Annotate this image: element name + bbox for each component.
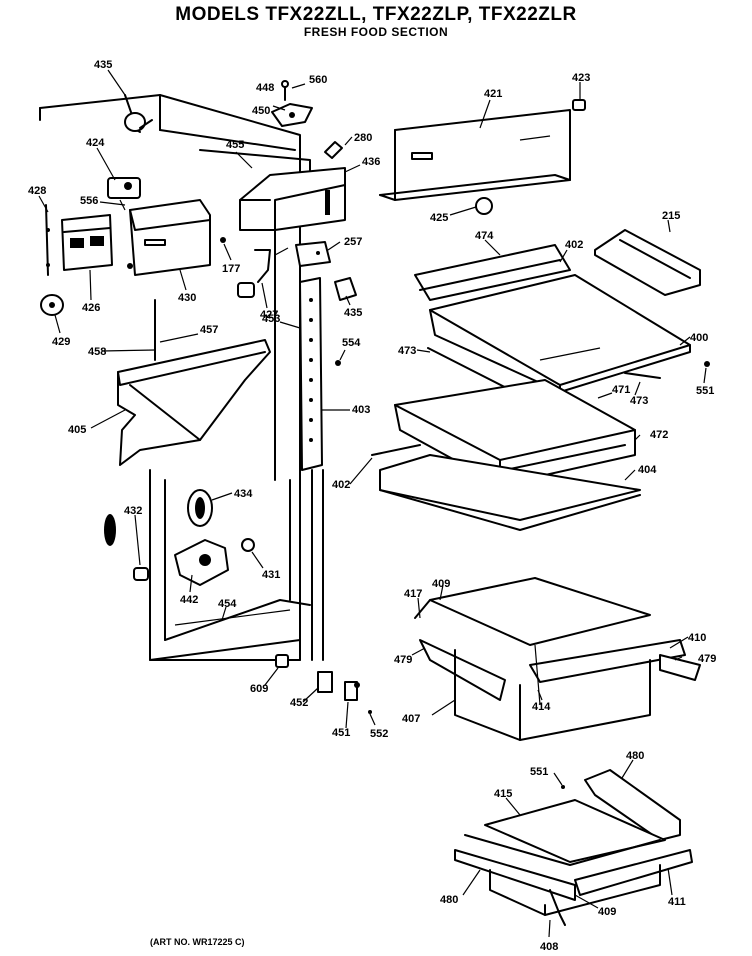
label-442: 442 (180, 594, 198, 606)
part-280-lamp (324, 141, 343, 159)
label-410: 410 (688, 632, 706, 644)
part-434-grommet (187, 489, 213, 527)
page-subtitle: FRESH FOOD SECTION (303, 25, 449, 39)
label-474: 474 (475, 230, 494, 242)
part-177-screw (220, 237, 226, 243)
part-430-cover (127, 199, 211, 276)
label-458: 458 (88, 346, 106, 358)
label-415: 415 (494, 788, 512, 800)
label-280: 280 (354, 132, 372, 144)
label-423: 423 (572, 72, 590, 84)
leader-lines (38, 69, 707, 938)
label-417: 417 (404, 588, 422, 600)
label-257: 257 (344, 236, 362, 248)
label-426: 426 (82, 302, 100, 314)
label-556: 556 (80, 195, 98, 207)
label-455: 455 (226, 139, 244, 151)
label-177: 177 (222, 263, 240, 275)
label-431: 431 (262, 569, 280, 581)
part-400-shelf-assembly (414, 244, 691, 393)
part-450-socket (271, 80, 313, 127)
part-labels: 435 448 560 450 421 423 424 455 280 436 … (28, 59, 716, 953)
part-436-control-housing (239, 167, 346, 231)
label-554: 554 (342, 337, 361, 349)
label-407: 407 (402, 713, 420, 725)
label-430: 430 (178, 292, 196, 304)
label-448: 448 (256, 82, 274, 94)
part-454-floor (174, 609, 291, 626)
label-409: 409 (432, 578, 450, 590)
part-425-knob (475, 197, 493, 215)
label-551-lower: 551 (530, 766, 548, 778)
part-404-shelf-frame (371, 444, 641, 531)
part-407-crisper (414, 577, 701, 741)
label-480: 480 (626, 750, 644, 762)
label-427: 427 (260, 309, 278, 321)
part-257-switch (295, 241, 331, 267)
label-408: 408 (540, 941, 558, 953)
label-409-lower: 409 (598, 906, 616, 918)
part-452-bracket (317, 671, 372, 714)
part-405-panel (117, 339, 271, 466)
part-432-vent (104, 514, 149, 581)
label-425: 425 (430, 212, 448, 224)
label-457: 457 (200, 324, 218, 336)
label-436: 436 (362, 156, 380, 168)
label-473: 473 (398, 345, 416, 357)
label-450: 450 (252, 105, 270, 117)
label-400: 400 (690, 332, 708, 344)
label-434: 434 (234, 488, 253, 500)
part-471-pan (394, 379, 636, 486)
label-435: 435 (344, 307, 362, 319)
label-560: 560 (309, 74, 327, 86)
label-451: 451 (332, 727, 350, 739)
part-551-screw (704, 361, 710, 367)
part-427-socket (237, 247, 289, 298)
label-453: 453 (262, 313, 280, 325)
part-609-clip (275, 654, 289, 668)
label-480-lower: 480 (440, 894, 458, 906)
label-609: 609 (250, 683, 268, 695)
part-435-cord (124, 94, 153, 133)
label-405: 405 (68, 424, 86, 436)
part-428-harness (45, 204, 50, 276)
label-552: 552 (370, 728, 388, 740)
label-414: 414 (532, 701, 551, 713)
page-title: MODELS TFX22ZLL, TFX22ZLP, TFX22ZLR (175, 4, 577, 25)
label-403: 403 (352, 404, 370, 416)
part-423-bulb (572, 99, 586, 111)
label-479-right: 479 (698, 653, 716, 665)
label-479: 479 (394, 654, 412, 666)
label-551: 551 (696, 385, 714, 397)
part-426-block (61, 214, 113, 271)
art-number: (ART NO. WR17225 C) (150, 937, 245, 947)
part-403-shelf-rail (299, 277, 324, 661)
label-428: 428 (28, 185, 46, 197)
label-471: 471 (612, 384, 630, 396)
label-432: 432 (124, 505, 142, 517)
part-408-drawer (454, 769, 693, 926)
label-404: 404 (638, 464, 657, 476)
part-554-screw (335, 360, 341, 366)
label-411: 411 (668, 896, 686, 908)
part-215-bin (594, 229, 701, 296)
label-452: 452 (290, 697, 308, 709)
label-429: 429 (52, 336, 70, 348)
label-421: 421 (484, 88, 502, 100)
label-402-lower: 402 (332, 479, 350, 491)
part-429-cap (40, 294, 64, 316)
label-435: 435 (94, 59, 112, 71)
part-435-bracket (334, 277, 357, 301)
label-472: 472 (650, 429, 668, 441)
part-442-fan (174, 538, 255, 586)
label-215: 215 (662, 210, 680, 222)
label-454: 454 (218, 598, 237, 610)
label-473-lower: 473 (630, 395, 648, 407)
label-424: 424 (86, 137, 105, 149)
part-421-light-shield (379, 109, 571, 201)
label-402: 402 (565, 239, 583, 251)
